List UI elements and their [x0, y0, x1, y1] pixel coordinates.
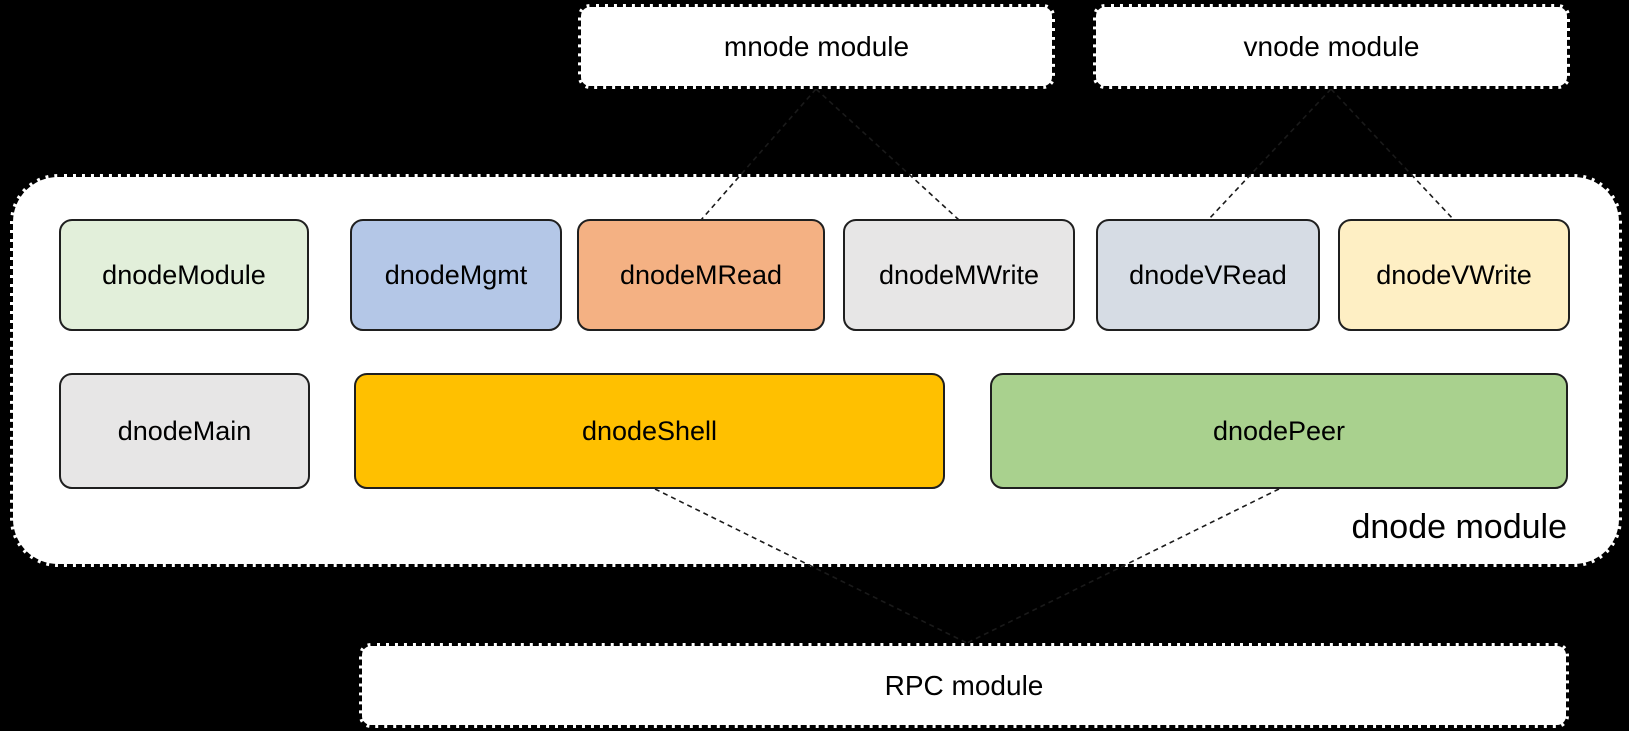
mnode-module-label: mnode module	[723, 30, 910, 62]
component-box-dnodeVWrite: dnodeVWrite	[1338, 219, 1570, 331]
dnode-module-label: dnode module	[1351, 507, 1567, 546]
component-label: dnodeVRead	[1129, 259, 1287, 290]
rpc-module-box: RPC module	[359, 643, 1569, 728]
component-label: dnodeMain	[117, 415, 252, 446]
vnode-module-box: vnode module	[1093, 4, 1570, 89]
component-label: dnodeMRead	[619, 259, 783, 290]
component-box-dnodePeer: dnodePeer	[990, 373, 1568, 489]
component-label: dnodeMgmt	[384, 259, 528, 290]
component-label: dnodeVWrite	[1376, 259, 1532, 290]
component-label: dnodeMWrite	[878, 259, 1040, 290]
component-label: dnodePeer	[1212, 415, 1346, 446]
component-label: dnodeShell	[581, 415, 718, 446]
component-box-dnodeMgmt: dnodeMgmt	[350, 219, 562, 331]
component-box-dnodeMRead: dnodeMRead	[577, 219, 825, 331]
mnode-module-box: mnode module	[578, 4, 1055, 89]
rpc-module-label: RPC module	[884, 669, 1044, 701]
component-box-dnodeModule: dnodeModule	[59, 219, 309, 331]
component-box-dnodeShell: dnodeShell	[354, 373, 945, 489]
component-box-dnodeMWrite: dnodeMWrite	[843, 219, 1075, 331]
vnode-module-label: vnode module	[1243, 30, 1420, 62]
component-box-dnodeMain: dnodeMain	[59, 373, 310, 489]
component-box-dnodeVRead: dnodeVRead	[1096, 219, 1320, 331]
component-label: dnodeModule	[102, 259, 266, 290]
